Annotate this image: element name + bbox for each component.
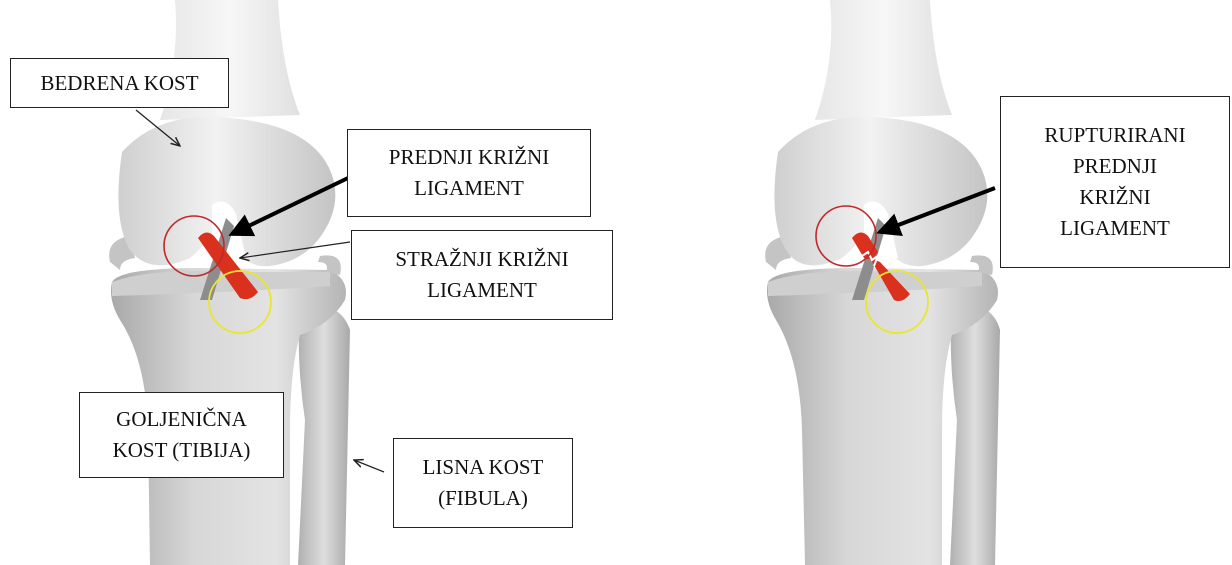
ruptured-acl-label-line-2: PREDNJI: [1073, 151, 1157, 182]
acl-label-box: PREDNJI KRIŽNI LIGAMENT: [347, 129, 591, 217]
acl-label-line-2: LIGAMENT: [414, 173, 524, 204]
pcl-label-box: STRAŽNJI KRIŽNI LIGAMENT: [351, 230, 613, 320]
fibula-label-box: LISNA KOST (FIBULA): [393, 438, 573, 528]
ruptured-acl-label-box: RUPTURIRANI PREDNJI KRIŽNI LIGAMENT: [1000, 96, 1230, 268]
ruptured-acl-label-line-4: LIGAMENT: [1060, 213, 1170, 244]
right-fibula: [950, 304, 1000, 565]
acl-label-line-1: PREDNJI KRIŽNI: [389, 142, 549, 173]
fibula-pointer-arrow: [354, 460, 384, 472]
tibia-label-line-2: KOST (TIBIJA): [113, 435, 251, 466]
femur-label-box: BEDRENA KOST: [10, 58, 229, 108]
fibula-label-line-2: (FIBULA): [438, 483, 528, 514]
right-femur-shaft: [815, 0, 952, 120]
ruptured-acl-label-line-3: KRIŽNI: [1079, 182, 1150, 213]
femur-label: BEDRENA KOST: [40, 68, 198, 99]
right-knee: [765, 0, 1000, 565]
left-fibula: [298, 304, 350, 565]
fibula-label-line-1: LISNA KOST: [423, 452, 544, 483]
pcl-label-line-2: LIGAMENT: [427, 275, 537, 306]
pcl-label-line-1: STRAŽNJI KRIŽNI: [395, 244, 568, 275]
ruptured-acl-label-line-1: RUPTURIRANI: [1044, 120, 1185, 151]
tibia-label-box: GOLJENIČNA KOST (TIBIJA): [79, 392, 284, 478]
tibia-label-line-1: GOLJENIČNA: [116, 404, 247, 435]
